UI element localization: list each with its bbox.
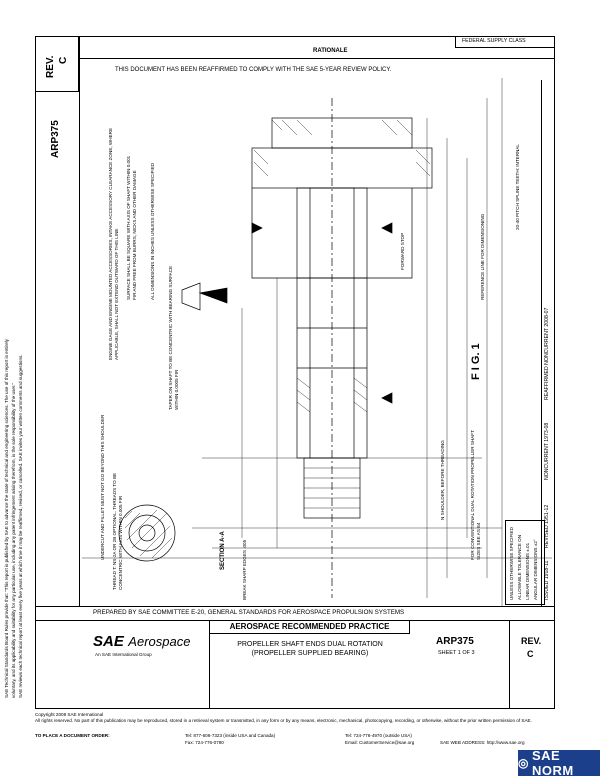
history-revised: REVISED 1951-12: [544, 504, 550, 548]
propeller-shaft-drawing: [82, 78, 552, 606]
note-engine-gage: ENGINE GAGE AND ENGINE MOUNTED ACCESSORI…: [108, 127, 119, 360]
footer-web: SAE WEB ADDRESS: http://www.sae.org: [440, 740, 525, 745]
left-rev-label: REV.: [45, 55, 56, 78]
sae-logo-sub: Aerospace: [128, 634, 191, 649]
history-strip: [541, 80, 542, 606]
footer-tel: Tel: 877-606-7323 (inside USA and Canada…: [185, 733, 276, 738]
sae-logo: SAE Aerospace: [93, 633, 190, 651]
doc-title-line-1: PROPELLER SHAFT ENDS DUAL ROTATION: [237, 641, 383, 648]
doc-number-box: [410, 620, 510, 709]
note-reference-line: REFERENCE LINE FOR DIMENSIONING: [480, 213, 485, 300]
federal-supply-label: FEDERAL SUPPLY CLASS: [462, 38, 526, 44]
practice-title-box: AEROSPACE RECOMMENDED PRACTICE: [210, 620, 410, 634]
sae-logo-tagline: An SAE International Group: [95, 652, 152, 657]
bottom-rule: [35, 606, 555, 607]
rationale-rule: [80, 58, 555, 59]
tolerance-line-1: UNLESS OTHERWISE SPECIFIED: [509, 527, 514, 600]
note-dimensions: ALL DIMENSIONS IN INCHES UNLESS OTHERWIS…: [150, 162, 155, 300]
tolerance-block: [505, 520, 545, 605]
note-shoulder: N SHOULDER, BEFORE THREADING: [440, 440, 445, 520]
section-label: SECTION A-A: [220, 531, 226, 570]
left-notice-line-1: SAE Technical Standards Board Rules prov…: [4, 339, 9, 698]
sae-logo-main: SAE: [93, 633, 124, 650]
sae-norm-watermark: ◎ SAE NORM: [518, 748, 600, 778]
left-rev-letter: C: [58, 56, 69, 64]
doc-title: PROPELLER SHAFT ENDS DUAL ROTATION (PROP…: [210, 640, 410, 658]
footer-email: Email: CustomerService@sae.org: [345, 740, 415, 745]
left-notice-line-2: voluntary, and its applicability and sui…: [11, 382, 16, 698]
tolerance-line-4: ANGULAR DIMENSIONS ±2°: [533, 539, 538, 600]
logo-box: [35, 620, 210, 709]
tolerance-line-2: ALLOWABLE TOLERANCE ON: [517, 534, 522, 600]
history-reaffirmed: REAFFIRMED NONCURRENT 2008-07: [544, 307, 550, 400]
left-doc-number: ARP375: [50, 120, 61, 158]
left-notice-line-3: SAE reviews each technical report at lea…: [18, 354, 23, 698]
sheet-number: SHEET 1 OF 3: [438, 650, 475, 656]
note-undercut: UNDERCUT AND FILLET MUST NOT GO BEYOND T…: [100, 414, 105, 560]
rationale-label: RATIONALE: [313, 48, 348, 54]
figure-label: F I G. 1: [470, 343, 482, 380]
bottom-doc-number: ARP375: [436, 636, 474, 647]
footer-order-label: TO PLACE A DOCUMENT ORDER:: [35, 733, 110, 738]
footer-rights: All rights reserved. No part of this pub…: [35, 718, 532, 723]
watermark-text: SAE NORM: [531, 748, 574, 778]
prepared-rule: [35, 620, 555, 621]
note-dual: 20-40 PITCH SPLINE TEETH: INTERNAL: [515, 144, 520, 230]
history-issued: ISSUED 1918-11: [544, 560, 550, 600]
doc-title-line-2: (PROPELLER SUPPLIED BEARING): [251, 650, 369, 657]
left-column-divider: [79, 36, 80, 606]
footer-fax: Fax: 724-776-0790: [185, 740, 224, 745]
watermark-icon: ◎: [518, 756, 529, 770]
reaffirm-line: THIS DOCUMENT HAS BEEN REAFFIRMED TO COM…: [115, 67, 392, 73]
tolerance-line-3: LINEAR DIMENSIONS ±.01: [525, 542, 530, 600]
history-noncurrent: NONCURRENT 1973-08: [544, 422, 550, 480]
note-break-edges: BREAK SHARP EDGES .005: [242, 539, 247, 600]
footer-copyright: Copyright 2008 SAE International: [35, 712, 104, 717]
footer-tel2: Tel: 724-776-4970 (outside USA): [345, 733, 412, 738]
bottom-rev-label: REV.: [521, 636, 542, 646]
note-taper: TAPER ON SHAFT TO BE CONCENTRIC WITH BEA…: [168, 265, 179, 410]
note-dual-rotation: FOR CONVENTIONAL DUAL ROTATION PROPELLER…: [470, 430, 481, 560]
bottom-rev-letter: C: [527, 649, 534, 659]
left-rev-box: [35, 36, 79, 92]
practice-title: AEROSPACE RECOMMENDED PRACTICE: [229, 622, 390, 631]
drawing-frame: [35, 36, 555, 709]
note-thread: THREAD T: NS-2A OR 2B OPTIONAL. THREADS …: [112, 472, 123, 590]
note-surface: SURFACE SHALL BE SQUARE WITH AXIS OF SHA…: [126, 155, 137, 300]
note-forward-stop: FORWARD STOP: [400, 232, 405, 270]
prepared-by: PREPARED BY SAE COMMITTEE E-20, GENERAL …: [93, 609, 405, 616]
federal-supply-box: [455, 36, 555, 48]
